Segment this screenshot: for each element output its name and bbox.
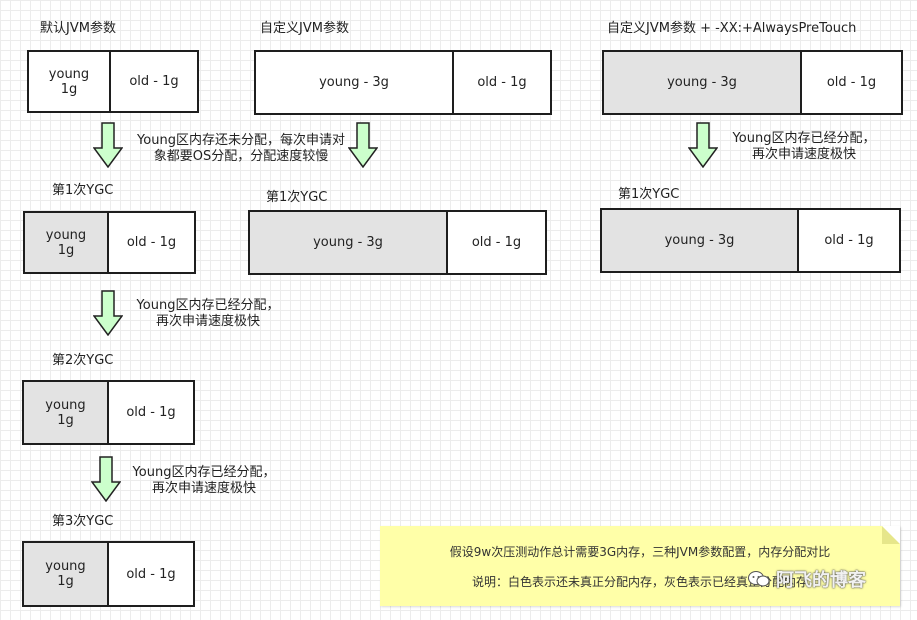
- column-heading-default: 默认JVM参数: [40, 21, 116, 36]
- ygc-label: 第1次YGC: [266, 190, 328, 205]
- old-segment: old - 1g: [126, 566, 176, 582]
- old-segment: old - 1g: [824, 233, 874, 248]
- old-segment: old - 1g: [826, 75, 877, 90]
- down-arrow-icon: [91, 456, 121, 502]
- memory-box-custom-initial: young - 3g old - 1g: [254, 50, 552, 115]
- memory-box-pretouch-ygc1: young - 3g old - 1g: [600, 208, 901, 273]
- young-segment: young 1g: [24, 382, 109, 443]
- watermark-text: 阿飞的博客: [776, 570, 866, 591]
- old-segment: old - 1g: [126, 405, 176, 420]
- watermark: 阿飞的博客: [748, 566, 866, 592]
- column-heading-custom: 自定义JVM参数: [260, 21, 349, 36]
- young-segment: young 1g: [29, 52, 111, 111]
- column-heading-pretouch: 自定义JVM参数 + -XX:+AlwaysPreTouch: [607, 21, 857, 36]
- allocation-note: Young区内存已经分配， 再次申请速度极快: [136, 298, 280, 329]
- memory-box-default-initial: young 1g old - 1g: [27, 50, 199, 113]
- young-segment: young 1g: [24, 543, 109, 605]
- down-arrow-icon: [93, 122, 123, 168]
- down-arrow-icon: [348, 122, 378, 168]
- young-segment: young - 3g: [250, 212, 448, 273]
- ygc-label: 第3次YGC: [52, 514, 114, 529]
- note-assumption: 假设9w次压测动作总计需要3G内存，三种JVM参数配置，内存分配对比: [449, 545, 831, 559]
- young-segment: young - 3g: [602, 210, 799, 271]
- old-segment: old - 1g: [471, 235, 522, 250]
- wechat-icon: [748, 571, 770, 587]
- allocation-note: Young区内存已经分配， 再次申请速度极快: [732, 131, 876, 162]
- allocation-note: Young区内存还未分配，每次申请对 象都要OS分配，分配速度较慢: [137, 133, 345, 164]
- down-arrow-icon: [688, 122, 718, 168]
- young-segment: young 1g: [25, 213, 109, 272]
- ygc-label: 第2次YGC: [52, 353, 114, 368]
- ygc-label: 第1次YGC: [618, 187, 680, 202]
- old-segment: old - 1g: [477, 75, 527, 90]
- note-legend: 说明：白色表示还未真正分配内存，灰色表示已经真正分配内存: [471, 575, 808, 589]
- note-fold-corner: [882, 526, 900, 544]
- memory-box-custom-ygc1: young - 3g old - 1g: [248, 210, 547, 275]
- explanation-note: 假设9w次压测动作总计需要3G内存，三种JVM参数配置，内存分配对比 说明：白色…: [380, 526, 900, 606]
- memory-box-pretouch-initial: young - 3g old - 1g: [602, 50, 903, 115]
- old-segment: old - 1g: [129, 74, 179, 89]
- young-segment: young - 3g: [256, 52, 454, 113]
- memory-box-default-ygc1: young 1g old - 1g: [23, 211, 196, 274]
- allocation-note: Young区内存已经分配， 再次申请速度极快: [132, 465, 276, 496]
- ygc-label: 第1次YGC: [52, 183, 114, 198]
- down-arrow-icon: [93, 290, 123, 336]
- old-segment: old - 1g: [126, 235, 177, 250]
- memory-box-default-ygc2: young 1g old - 1g: [22, 380, 195, 445]
- young-segment: young - 3g: [604, 52, 802, 113]
- memory-box-default-ygc3: young 1g old - 1g: [22, 541, 195, 607]
